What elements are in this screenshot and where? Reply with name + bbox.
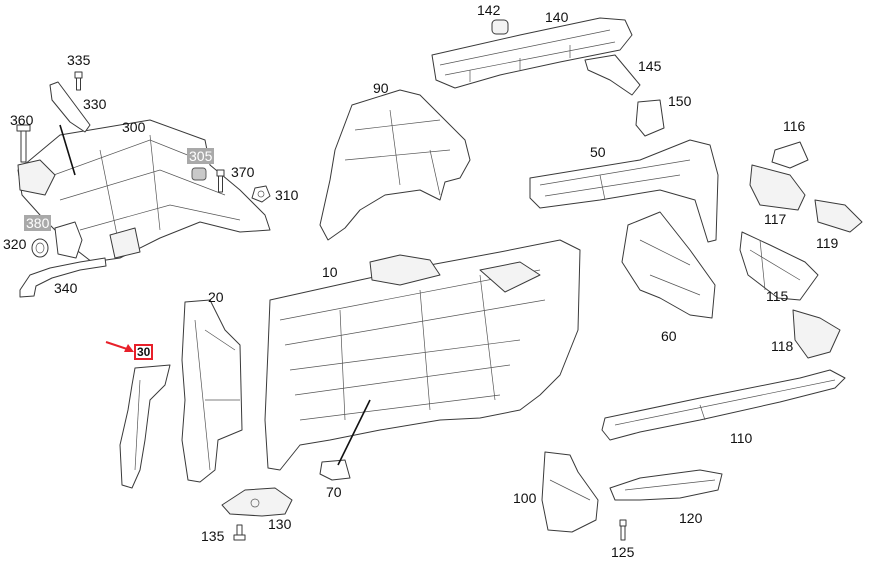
label-142[interactable]: 142 <box>477 2 501 18</box>
label-118[interactable]: 118 <box>771 338 794 354</box>
part-120-arm[interactable] <box>609 469 723 501</box>
label-50[interactable]: 50 <box>590 144 606 160</box>
label-117[interactable]: 117 <box>764 211 787 227</box>
part-335-bolt[interactable] <box>74 71 83 91</box>
part-60-bracket[interactable] <box>621 211 716 319</box>
label-300[interactable]: 300 <box>122 119 146 135</box>
part-119-panel[interactable] <box>814 199 863 233</box>
label-135[interactable]: 135 <box>201 528 225 544</box>
part-305-bushing[interactable] <box>191 167 207 181</box>
label-10[interactable]: 10 <box>322 264 338 280</box>
label-305[interactable]: 305 <box>187 148 215 164</box>
label-115[interactable]: 115 <box>766 288 789 304</box>
part-140-crossmember[interactable] <box>431 17 633 89</box>
label-335[interactable]: 335 <box>67 52 91 68</box>
part-310-nut[interactable] <box>251 185 271 203</box>
label-310[interactable]: 310 <box>275 187 299 203</box>
label-120[interactable]: 120 <box>679 510 703 526</box>
leader-330 <box>59 124 76 176</box>
label-150[interactable]: 150 <box>668 93 692 109</box>
label-20[interactable]: 20 <box>208 289 224 305</box>
part-90-wheelhouse[interactable] <box>319 89 471 241</box>
label-145[interactable]: 145 <box>638 58 662 74</box>
part-150-bracket[interactable] <box>635 99 665 137</box>
part-300-subframe[interactable] <box>17 119 271 263</box>
label-60[interactable]: 60 <box>661 328 677 344</box>
part-20-pillar[interactable] <box>181 299 243 483</box>
label-70[interactable]: 70 <box>326 484 342 500</box>
label-100[interactable]: 100 <box>513 490 537 506</box>
label-340[interactable]: 340 <box>54 280 78 296</box>
part-116-bracket[interactable] <box>771 141 809 169</box>
leader-70 <box>337 399 371 466</box>
part-142-grommet[interactable] <box>491 19 509 35</box>
label-130[interactable]: 130 <box>268 516 292 532</box>
part-10-front-structure[interactable] <box>264 239 581 471</box>
part-380-mount[interactable] <box>54 221 83 259</box>
part-70-bracket[interactable] <box>319 459 351 481</box>
label-320[interactable]: 320 <box>3 236 27 252</box>
selection-arrow <box>105 341 134 352</box>
part-340-bracket[interactable] <box>19 257 107 298</box>
part-100-bracket[interactable] <box>541 451 599 533</box>
part-50-rail[interactable] <box>529 139 719 243</box>
label-360[interactable]: 360 <box>10 112 34 128</box>
part-115-bracket[interactable] <box>739 231 819 301</box>
label-380[interactable]: 380 <box>24 215 52 231</box>
part-370-bolt[interactable] <box>216 169 225 193</box>
part-145-bracket[interactable] <box>584 54 641 96</box>
label-125[interactable]: 125 <box>611 544 635 560</box>
part-135-bolt[interactable] <box>233 524 246 541</box>
label-110[interactable]: 110 <box>730 430 753 446</box>
label-330[interactable]: 330 <box>83 96 107 112</box>
label-370[interactable]: 370 <box>231 164 255 180</box>
label-116[interactable]: 116 <box>783 118 806 134</box>
part-125-bolt[interactable] <box>619 519 627 541</box>
part-118-bracket[interactable] <box>792 309 841 359</box>
part-360-bolt[interactable] <box>16 124 31 163</box>
label-90[interactable]: 90 <box>373 80 389 96</box>
label-119[interactable]: 119 <box>816 235 839 251</box>
part-110-rail[interactable] <box>601 369 846 441</box>
part-130-plate[interactable] <box>221 487 293 517</box>
part-117-panel[interactable] <box>749 164 806 211</box>
label-30-selected[interactable]: 30 <box>134 344 154 360</box>
part-320-bushing[interactable] <box>31 238 49 258</box>
label-140[interactable]: 140 <box>545 9 569 25</box>
part-330-bracket[interactable] <box>49 81 91 133</box>
part-30-pillar[interactable] <box>119 364 171 489</box>
